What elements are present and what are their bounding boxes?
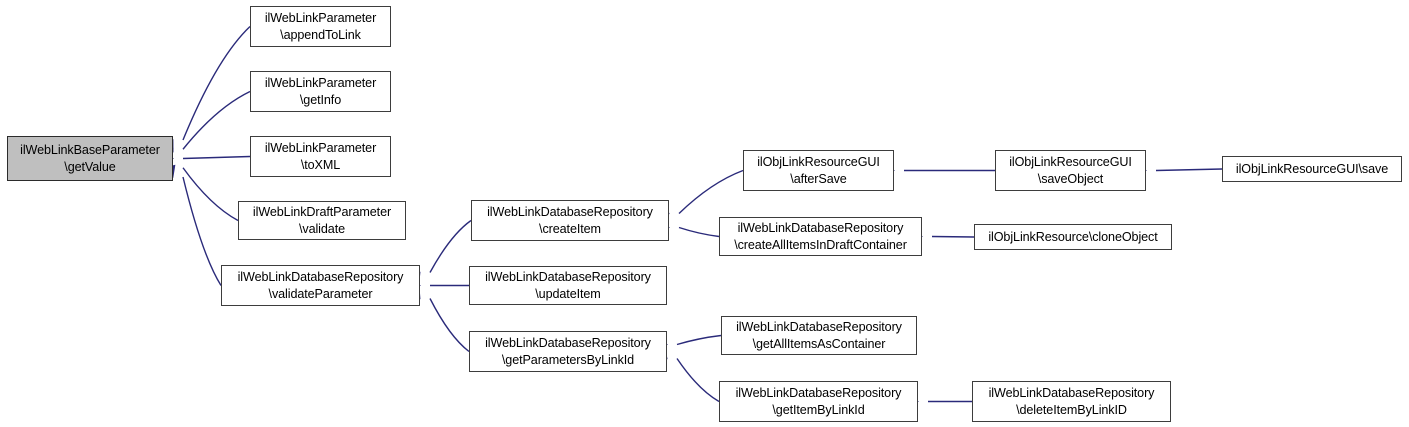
graph-node-getValue[interactable]: ilWebLinkBaseParameter \getValue xyxy=(7,136,173,181)
graph-node-label-getInfo: ilWebLinkParameter \getInfo xyxy=(264,75,377,107)
graph-node-label-cloneObject: ilObjLinkResource\cloneObject xyxy=(988,229,1158,244)
edge-save-saveObject xyxy=(1155,168,1223,172)
graph-node-updateItem[interactable]: ilWebLinkDatabaseRepository \updateItem xyxy=(469,266,667,305)
edge-toXML-getValue xyxy=(182,155,251,160)
graph-node-label-updateItem: ilWebLinkDatabaseRepository \updateItem xyxy=(485,269,651,301)
graph-node-validate[interactable]: ilWebLinkDraftParameter \validate xyxy=(238,201,406,240)
graph-node-label-getAllItemsAsContainer: ilWebLinkDatabaseRepository \getAllItems… xyxy=(736,319,902,351)
graph-node-createAllItemsInDraftContainer[interactable]: ilWebLinkDatabaseRepository \createAllIt… xyxy=(719,217,922,256)
edge-cloneObject-createAllItemsInDraftContainer xyxy=(931,235,975,238)
edge-getInfo-getValue xyxy=(182,90,251,150)
edge-validateParameter-getValue xyxy=(182,176,222,286)
graph-node-label-getItemByLinkId: ilWebLinkDatabaseRepository \getItemByLi… xyxy=(735,385,902,417)
graph-node-saveObject[interactable]: ilObjLinkResourceGUI \saveObject xyxy=(995,150,1146,191)
graph-node-label-afterSave: ilObjLinkResourceGUI \afterSave xyxy=(757,154,880,186)
edge-afterSave-createItem xyxy=(678,169,744,215)
graph-node-label-validateParameter: ilWebLinkDatabaseRepository \validatePar… xyxy=(237,269,404,301)
graph-node-getParametersByLinkId[interactable]: ilWebLinkDatabaseRepository \getParamete… xyxy=(469,331,667,372)
graph-node-validateParameter[interactable]: ilWebLinkDatabaseRepository \validatePar… xyxy=(221,265,420,306)
edge-validate-getValue xyxy=(182,167,239,222)
edge-appendToLink-getValue xyxy=(182,25,251,141)
graph-node-getInfo[interactable]: ilWebLinkParameter \getInfo xyxy=(250,71,391,112)
graph-node-createItem[interactable]: ilWebLinkDatabaseRepository \createItem xyxy=(471,200,669,241)
graph-node-toXML[interactable]: ilWebLinkParameter \toXML xyxy=(250,136,391,177)
edge-createItem-validateParameter xyxy=(429,219,472,273)
graph-node-label-getValue: ilWebLinkBaseParameter \getValue xyxy=(20,142,160,174)
graph-node-afterSave[interactable]: ilObjLinkResourceGUI \afterSave xyxy=(743,150,894,191)
graph-node-save[interactable]: ilObjLinkResourceGUI\save xyxy=(1222,156,1402,182)
graph-node-label-createAllItemsInDraftContainer: ilWebLinkDatabaseRepository \createAllIt… xyxy=(734,220,907,252)
graph-node-label-getParametersByLinkId: ilWebLinkDatabaseRepository \getParamete… xyxy=(485,335,651,367)
graph-node-cloneObject[interactable]: ilObjLinkResource\cloneObject xyxy=(974,224,1172,250)
graph-node-label-toXML: ilWebLinkParameter \toXML xyxy=(264,140,377,172)
graph-node-label-saveObject: ilObjLinkResourceGUI \saveObject xyxy=(1009,154,1132,186)
graph-node-label-validate: ilWebLinkDraftParameter \validate xyxy=(252,204,392,236)
graph-node-label-appendToLink: ilWebLinkParameter \appendToLink xyxy=(264,10,377,42)
edge-getParametersByLinkId-validateParameter xyxy=(429,298,470,353)
graph-node-label-save: ilObjLinkResourceGUI\save xyxy=(1235,161,1389,176)
edge-getItemByLinkId-getParametersByLinkId xyxy=(676,358,720,403)
graph-node-label-createItem: ilWebLinkDatabaseRepository \createItem xyxy=(487,204,653,236)
graph-node-appendToLink[interactable]: ilWebLinkParameter \appendToLink xyxy=(250,6,391,47)
graph-node-getAllItemsAsContainer[interactable]: ilWebLinkDatabaseRepository \getAllItems… xyxy=(721,316,917,355)
graph-node-deleteItemByLinkID[interactable]: ilWebLinkDatabaseRepository \deleteItemB… xyxy=(972,381,1171,422)
graph-node-label-deleteItemByLinkID: ilWebLinkDatabaseRepository \deleteItemB… xyxy=(988,385,1155,417)
graph-node-getItemByLinkId[interactable]: ilWebLinkDatabaseRepository \getItemByLi… xyxy=(719,381,918,422)
edge-createAllItemsInDraftContainer-createItem xyxy=(678,226,720,238)
edge-getAllItemsAsContainer-getParametersByLinkId xyxy=(676,334,722,346)
